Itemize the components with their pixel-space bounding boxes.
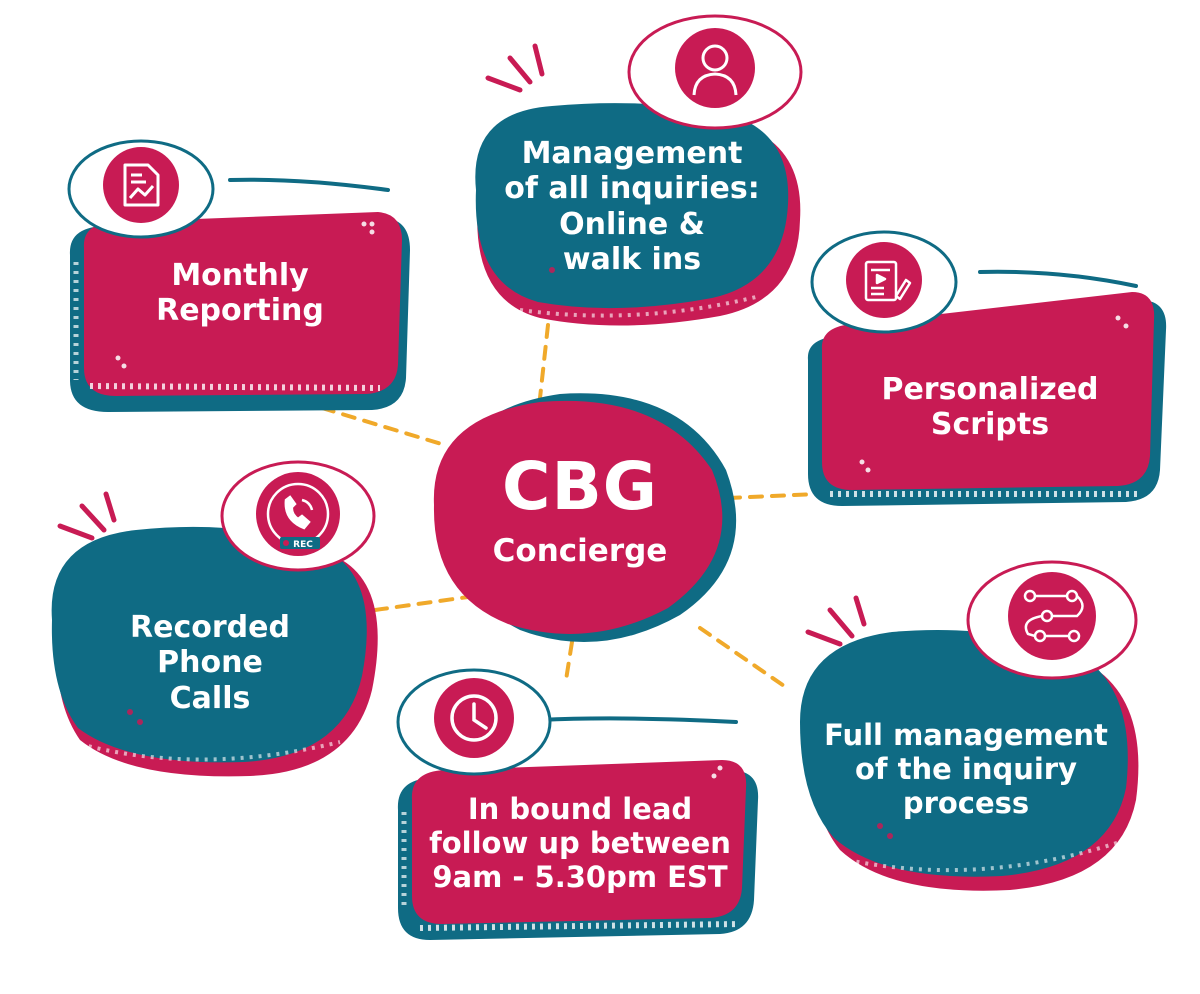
accent-strokes	[57, 491, 117, 541]
icon-circle	[675, 28, 755, 108]
connector-lead	[564, 640, 574, 682]
center-body	[433, 400, 723, 634]
accent-strokes	[805, 595, 867, 647]
rec-dot	[283, 540, 289, 546]
report-document-icon	[123, 163, 160, 207]
node-inquiry-process	[800, 560, 1139, 891]
label-line: Scripts	[930, 407, 1050, 443]
decor-dots	[115, 221, 1129, 839]
blob-body	[475, 103, 789, 309]
user-profile-icon	[692, 44, 738, 96]
rec-badge-text: REC	[293, 540, 313, 550]
label-line: Reporting	[156, 293, 324, 329]
label-line: Phone	[157, 645, 263, 681]
box-hatch	[419, 921, 741, 931]
accent-strokes	[485, 43, 545, 93]
connector-recorded	[373, 595, 470, 612]
label-line: Full management	[824, 718, 1108, 752]
label-line: 9am - 5.30pm EST	[432, 860, 728, 895]
blob-hatch	[829, 840, 1121, 873]
process-flow-icon	[1023, 589, 1084, 643]
label-line: of the inquiry	[854, 752, 1078, 787]
pen-line	[538, 716, 738, 724]
label-line: Management	[521, 136, 743, 171]
connector-process	[698, 626, 792, 692]
pen-line	[978, 269, 1138, 288]
pen-line	[228, 177, 390, 192]
rec-badge-bg	[280, 537, 320, 549]
label-line: Online &	[559, 206, 705, 242]
box-body	[83, 212, 402, 396]
icon-circle	[103, 147, 179, 223]
node-lead-followup	[396, 668, 759, 940]
label-line: Personalized	[881, 372, 1099, 407]
node-monthly-reporting	[67, 139, 410, 412]
label-line: walk ins	[562, 242, 702, 278]
center-subtitle: Concierge	[492, 533, 668, 569]
label-line: In bound lead	[467, 792, 693, 826]
clock-icon	[450, 694, 498, 742]
center-title: CBG	[502, 448, 658, 525]
box-body	[411, 760, 747, 924]
node-inquiries	[475, 14, 803, 326]
label-line: Calls	[169, 680, 251, 716]
label-line: Recorded	[130, 610, 290, 645]
blob-body	[51, 526, 367, 763]
node-center	[433, 393, 737, 642]
box-body	[821, 292, 1155, 490]
blob-hatch	[79, 740, 341, 762]
label-line: Monthly	[171, 258, 309, 293]
label-line: of all inquiries:	[504, 171, 760, 207]
box-hatch	[89, 383, 381, 391]
label-line: process	[902, 786, 1030, 821]
connector-monthly	[320, 406, 450, 448]
label-line: follow up between	[429, 826, 731, 861]
connector-inquiries	[538, 323, 550, 400]
script-document-icon	[864, 260, 912, 302]
blob-body	[800, 630, 1128, 877]
node-scripts	[807, 230, 1167, 506]
node-recorded-calls: REC	[51, 460, 378, 777]
